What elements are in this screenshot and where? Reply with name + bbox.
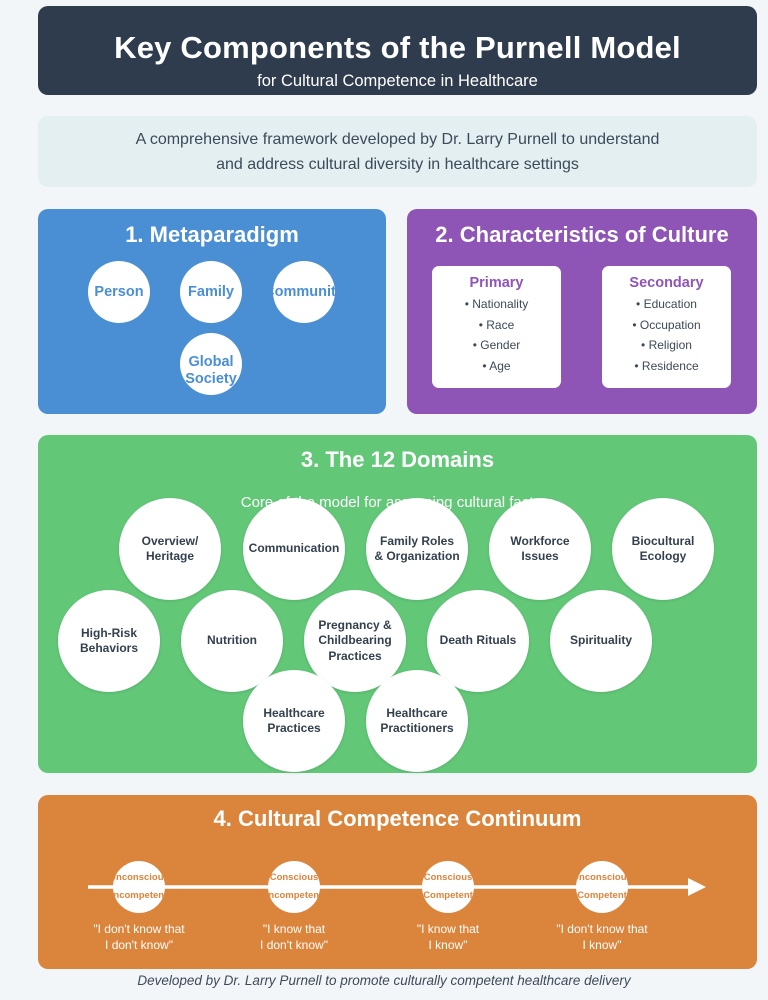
domain-biocultural-ecology: Biocultural Ecology — [612, 498, 714, 600]
stage-label-line2: Incompetent — [113, 890, 165, 901]
primary-characteristics-card: Primary • Nationality • Race • Gender • … — [432, 266, 561, 388]
primary-item: • Gender — [472, 338, 521, 352]
intro-line-2: and address cultural diversity in health… — [216, 156, 579, 173]
quote-line: "I don't know that — [556, 922, 648, 936]
page-title: Key Components of the Purnell Model — [114, 30, 681, 65]
domain-family-roles: Family Roles & Organization — [366, 498, 468, 600]
domain-high-risk-behaviors: High-Risk Behaviors — [58, 590, 160, 692]
continuum-title: 4. Cultural Competence Continuum — [213, 806, 582, 831]
domain-healthcare-practices: Healthcare Practices — [243, 670, 345, 772]
secondary-characteristics-card: Secondary • Education • Occupation • Rel… — [602, 266, 731, 388]
quote-line: I don't know" — [105, 937, 173, 952]
footer-credit: Developed by Dr. Larry Purnell to promot… — [137, 973, 631, 988]
stage-quote: "I don't know that I know" — [532, 922, 672, 953]
domain-spirituality: Spirituality — [550, 590, 652, 692]
stage-conscious-competent: Conscious Competent — [422, 861, 474, 913]
continuum-section: 4. Cultural Competence Continuum Unconsc… — [38, 795, 757, 969]
secondary-heading: Secondary — [629, 275, 704, 291]
quote-line: "I know that — [262, 922, 326, 936]
stage-label-line2: Incompetent — [268, 890, 320, 901]
stage-label-line2: Competent — [423, 890, 473, 901]
stage-unconscious-incompetent: Unconscious Incompetent — [113, 861, 165, 913]
primary-item: • Race — [478, 317, 515, 332]
domain-overview-heritage: Overview/ Heritage — [119, 498, 221, 600]
domain-healthcare-practitioners: Healthcare Practitioners — [366, 670, 468, 772]
metaparadigm-person: Person — [88, 261, 150, 323]
page-subtitle: for Cultural Competence in Healthcare — [257, 72, 538, 90]
secondary-item: • Occupation — [632, 317, 701, 332]
domains-section: 3. The 12 Domains Core of the model for … — [38, 435, 757, 773]
characteristics-title: 2. Characteristics of Culture — [435, 222, 729, 247]
stage-label-line1: Conscious — [423, 872, 473, 883]
stage-label-line1: Unconscious — [576, 872, 628, 883]
quote-line: I know" — [582, 937, 622, 952]
secondary-item: • Religion — [641, 338, 692, 352]
quote-line: I know" — [428, 937, 468, 952]
domain-nutrition: Nutrition — [181, 590, 283, 692]
metaparadigm-title: 1. Metaparadigm — [125, 222, 299, 247]
metaparadigm-family: Family — [180, 261, 242, 323]
characteristics-section: 2. Characteristics of Culture Primary • … — [407, 209, 757, 414]
domain-communication: Communication — [243, 498, 345, 600]
secondary-item: • Education — [636, 297, 697, 311]
primary-heading: Primary — [469, 275, 524, 291]
intro-panel: A comprehensive framework developed by D… — [38, 116, 757, 187]
metaparadigm-community: Community — [273, 261, 335, 323]
primary-item: • Age — [482, 358, 511, 373]
stage-quote: "I know that I don't know" — [224, 922, 364, 953]
domain-workforce-issues: Workforce Issues — [489, 498, 591, 600]
intro-line-1: A comprehensive framework developed by D… — [135, 131, 660, 148]
stage-quote: "I don't know that I don't know" — [69, 922, 209, 953]
primary-item: • Nationality — [464, 297, 529, 311]
metaparadigm-global-society: Global Society — [180, 333, 242, 395]
stage-label-line2: Competent — [577, 890, 627, 901]
domain-pregnancy-childbearing: Pregnancy & Childbearing Practices — [304, 590, 406, 692]
arrow-head-icon — [688, 878, 706, 896]
secondary-item: • Residence — [634, 358, 699, 373]
title-banner: Key Components of the Purnell Model for … — [38, 6, 757, 95]
stage-unconscious-competent: Unconscious Competent — [576, 861, 628, 913]
stage-quote: "I know that I know" — [378, 922, 518, 953]
quote-line: "I don't know that — [93, 922, 185, 936]
stage-conscious-incompetent: Conscious Incompetent — [268, 861, 320, 913]
stage-label-line1: Conscious — [269, 872, 319, 883]
quote-line: I don't know" — [260, 937, 328, 952]
metaparadigm-section: 1. Metaparadigm Person Family Community … — [38, 209, 386, 414]
stage-label-line1: Unconscious — [113, 872, 165, 883]
domains-title: 3. The 12 Domains — [300, 447, 495, 472]
domain-death-rituals: Death Rituals — [427, 590, 529, 692]
quote-line: "I know that — [416, 922, 480, 936]
